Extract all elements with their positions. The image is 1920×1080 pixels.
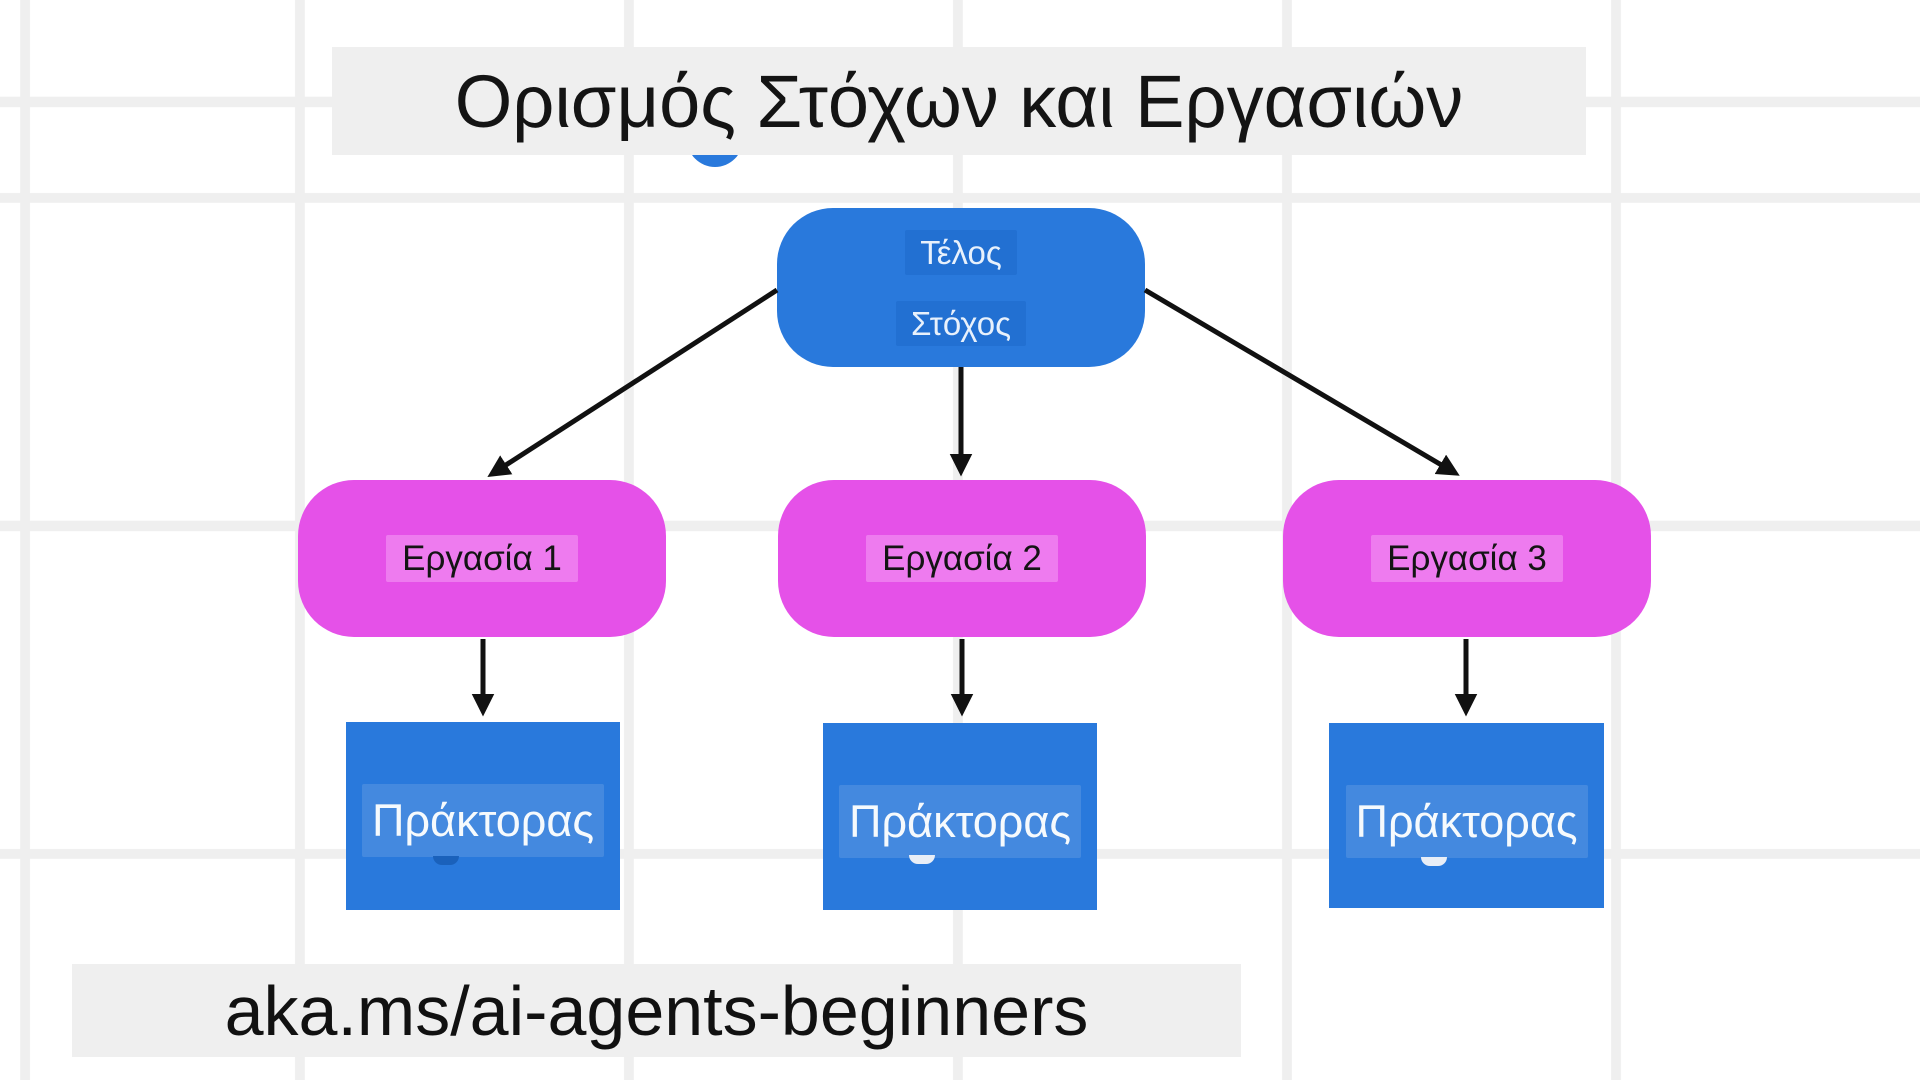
agent-1-label: Πράκτορας	[362, 784, 604, 857]
footer-url: aka.ms/ai-agents-beginners	[224, 971, 1089, 1050]
page-title: Ορισμός Στόχων και Εργασιών	[454, 59, 1464, 143]
title-bar: Ορισμός Στόχων και Εργασιών	[332, 47, 1586, 155]
task-1-label: Εργασία 1	[386, 535, 578, 582]
node-task-1: Εργασία 1	[298, 480, 666, 637]
goal-label-line-2: Στόχος	[895, 300, 1026, 346]
decorative-arc	[909, 855, 935, 864]
node-goal: Τέλος Στόχος	[777, 208, 1145, 367]
task-2-label: Εργασία 2	[866, 535, 1058, 582]
decorative-arc	[433, 856, 459, 865]
goal-label-line-1: Τέλος	[905, 229, 1017, 275]
edge-goal-task3	[1143, 287, 1460, 476]
node-agent-1: Πράκτορας	[346, 722, 620, 910]
node-task-3: Εργασία 3	[1283, 480, 1651, 637]
node-agent-3: Πράκτορας	[1329, 723, 1604, 908]
node-agent-2: Πράκτορας	[823, 723, 1097, 910]
footer-link-bar: aka.ms/ai-agents-beginners	[72, 964, 1241, 1057]
agent-3-label: Πράκτορας	[1345, 785, 1588, 858]
agent-2-label: Πράκτορας	[839, 785, 1081, 858]
task-3-label: Εργασία 3	[1371, 535, 1563, 582]
decorative-arc	[1421, 857, 1447, 866]
node-task-2: Εργασία 2	[778, 480, 1146, 637]
edge-goal-task1	[487, 287, 779, 477]
